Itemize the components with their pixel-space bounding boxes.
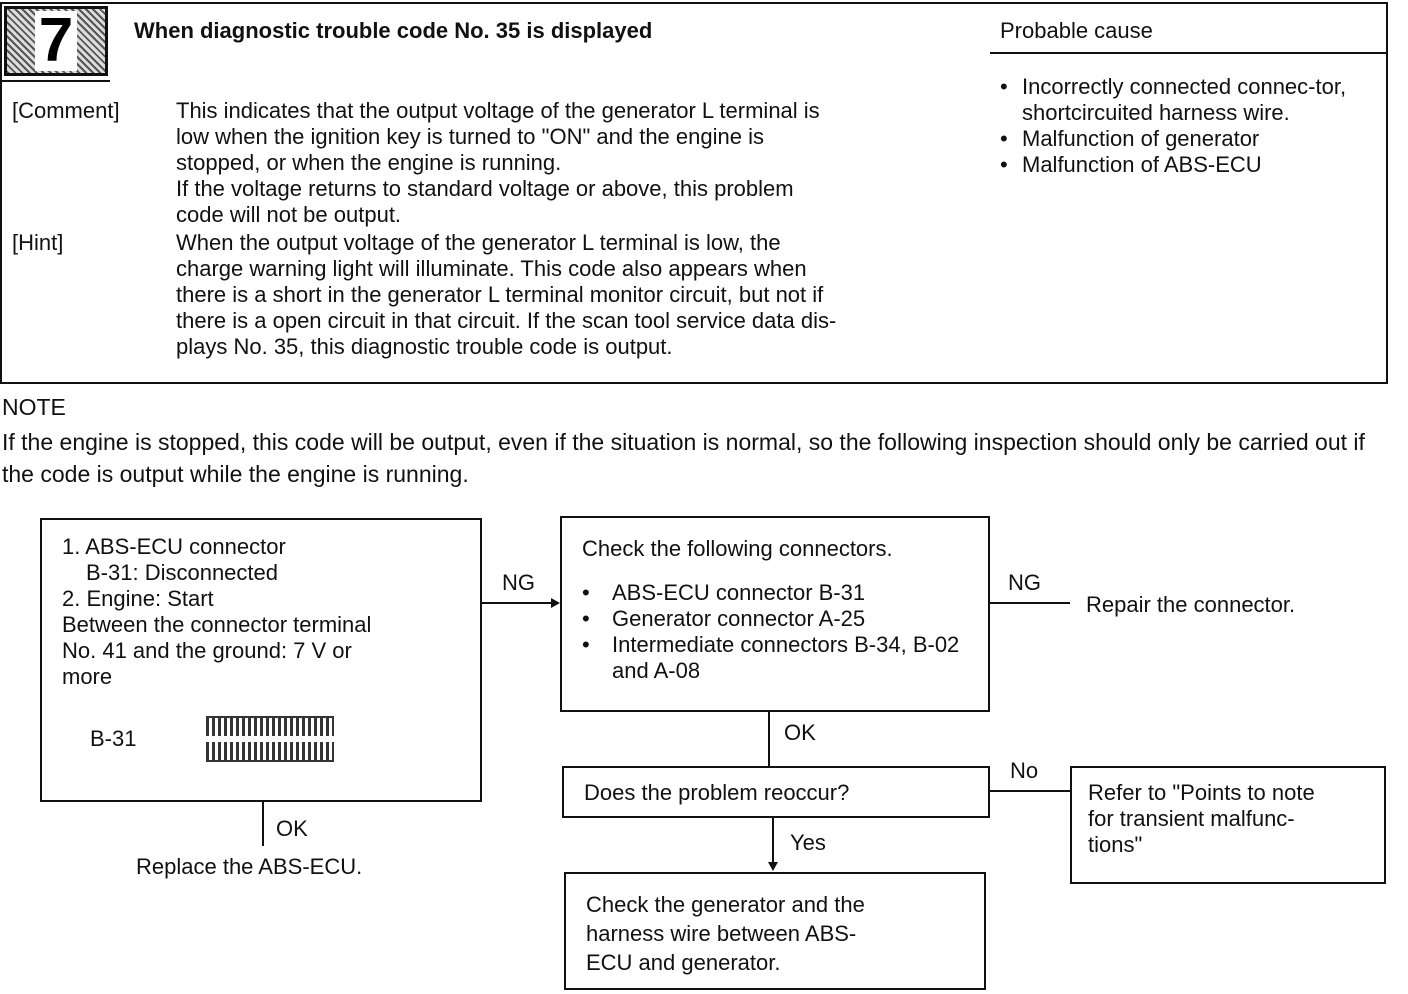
step-number: 7 xyxy=(34,10,78,72)
box1-line: Between the connector terminal xyxy=(62,612,372,637)
reoccur-question-box: Does the problem reoccur? xyxy=(562,766,990,818)
hint-line: plays No. 35, this diagnostic trouble co… xyxy=(176,334,673,359)
box1-line: more xyxy=(62,664,113,689)
header-divider xyxy=(2,80,110,82)
ng-label: NG xyxy=(1008,570,1041,595)
box2-title: Check the following connectors. xyxy=(582,536,893,561)
note-label: NOTE xyxy=(2,394,66,420)
comment-label: [Comment] xyxy=(12,98,120,123)
dtc-title: When diagnostic trouble code No. 35 is d… xyxy=(134,18,653,43)
refer-transient-box: Refer to "Points to note for transient m… xyxy=(1070,766,1386,884)
box1-line: No. 41 and the ground: 7 V or xyxy=(62,638,352,663)
hint-label: [Hint] xyxy=(12,230,64,255)
no-connector-line xyxy=(990,790,1070,792)
dtc-header-table xyxy=(0,2,1388,384)
comment-line: low when the ignition key is turned to "… xyxy=(176,124,764,149)
ok-label: OK xyxy=(784,720,816,745)
ok-connector-line xyxy=(768,712,770,766)
bullet-icon: • xyxy=(1000,126,1008,151)
connector-label: B-31 xyxy=(90,726,137,751)
bullet-icon: • xyxy=(582,632,590,657)
hint-line: When the output voltage of the generator… xyxy=(176,230,781,255)
box1-line: 2. Engine: Start xyxy=(62,586,214,611)
no-label: No xyxy=(1010,758,1039,783)
connector-item: •Intermediate connectors B-34, B-02 and … xyxy=(582,632,960,683)
final-line: ECU and generator. xyxy=(586,950,781,975)
check-connectors-box: Check the following connectors. •ABS-ECU… xyxy=(560,516,990,712)
cause-item: • Incorrectly connected connec-tor, shor… xyxy=(1000,74,1347,125)
cause-item: • Malfunction of generator xyxy=(1000,126,1260,151)
bullet-icon: • xyxy=(582,580,590,605)
final-line: harness wire between ABS- xyxy=(586,921,857,946)
bullet-icon: • xyxy=(1000,74,1008,99)
refer-line: for transient malfunc- xyxy=(1088,806,1295,831)
connector-diagram-image xyxy=(206,716,334,762)
cause-header-divider xyxy=(990,52,1386,54)
hint-text: When the output voltage of the generator… xyxy=(176,230,976,360)
final-line: Check the generator and the xyxy=(586,892,865,917)
hint-line: there is a short in the generator L term… xyxy=(176,282,824,307)
cause-item: • Malfunction of ABS-ECU xyxy=(1000,152,1262,177)
probable-cause-list: • Incorrectly connected connec-tor, shor… xyxy=(1000,74,1380,178)
comment-line: code will not be output. xyxy=(176,202,402,227)
repair-connector-text: Repair the connector. xyxy=(1086,592,1296,617)
comment-line: This indicates that the output voltage o… xyxy=(176,98,820,123)
replace-ecu-text: Replace the ABS-ECU. xyxy=(136,854,363,879)
note-text: If the engine is stopped, this code will… xyxy=(2,429,1365,487)
ok-label: OK xyxy=(276,816,308,841)
probable-cause-title: Probable cause xyxy=(1000,18,1153,43)
refer-line: Refer to "Points to note xyxy=(1088,780,1315,805)
connector-item: •Generator connector A-25 xyxy=(582,606,866,631)
comment-line: If the voltage returns to standard volta… xyxy=(176,176,794,201)
bullet-icon: • xyxy=(582,606,590,631)
ng-connector-line xyxy=(990,602,1070,604)
ng-connector-line xyxy=(482,602,552,604)
bullet-icon: • xyxy=(1000,152,1008,177)
arrow-down-icon xyxy=(768,862,778,871)
yes-label: Yes xyxy=(790,830,826,855)
step-number-badge: 7 xyxy=(4,6,108,76)
refer-line: tions" xyxy=(1088,832,1143,857)
hint-line: there is a open circuit in that circuit.… xyxy=(176,308,837,333)
arrow-right-icon xyxy=(551,598,560,608)
box1-line: B-31: Disconnected xyxy=(86,560,278,585)
comment-line: stopped, or when the engine is running. xyxy=(176,150,562,175)
yes-connector-line xyxy=(772,818,774,864)
box1-line: 1. ABS-ECU connector xyxy=(62,534,286,559)
ok-connector-line xyxy=(262,802,264,846)
comment-text: This indicates that the output voltage o… xyxy=(176,98,976,228)
ng-label: NG xyxy=(502,570,535,595)
check-generator-box: Check the generator and the harness wire… xyxy=(564,872,986,990)
connector-item: •ABS-ECU connector B-31 xyxy=(582,580,866,605)
connector-list: •ABS-ECU connector B-31 •Generator conne… xyxy=(582,580,988,684)
hint-line: charge warning light will illuminate. Th… xyxy=(176,256,807,281)
question-text: Does the problem reoccur? xyxy=(584,780,850,805)
